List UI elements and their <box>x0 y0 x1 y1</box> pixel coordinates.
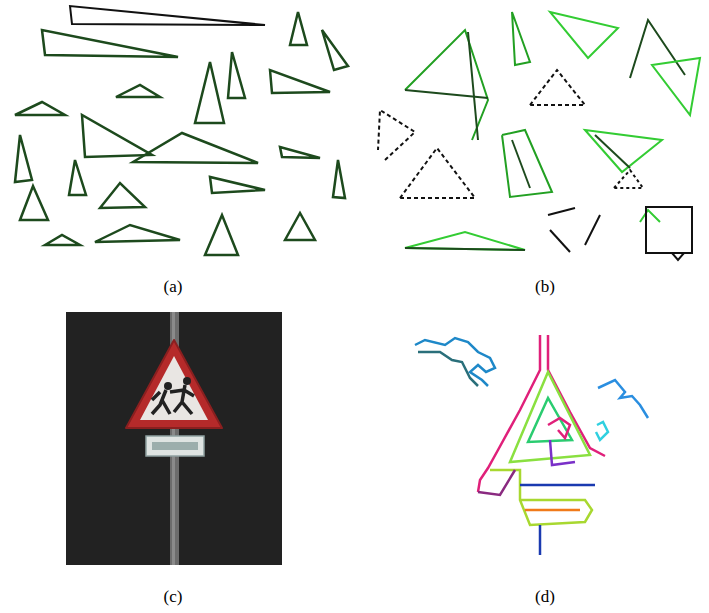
panel-label: (d) <box>535 587 555 607</box>
panel-label: (c) <box>164 587 183 607</box>
sign-photo <box>66 312 282 565</box>
detected-triangles <box>15 6 348 255</box>
panel-label: (b) <box>535 277 555 297</box>
occluded-triangles <box>378 12 700 260</box>
edge-contours <box>415 335 648 555</box>
panel-label: (a) <box>164 277 183 297</box>
